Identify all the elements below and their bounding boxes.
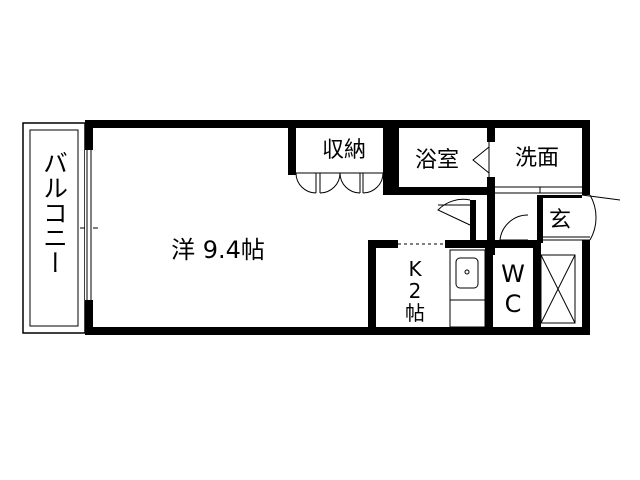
- kitchen-label-jo: 帖: [405, 301, 425, 325]
- toilet-label-w: W: [501, 260, 525, 288]
- shoe-storage: [540, 254, 576, 324]
- washroom: 洗面: [495, 146, 582, 194]
- corridor-doors: [437, 198, 529, 245]
- balcony: バルコニー: [22, 122, 98, 334]
- balcony-label: バルコニー: [40, 150, 69, 275]
- toilet: W C: [485, 240, 541, 335]
- entrance-label: 玄: [549, 208, 571, 233]
- kitchen-label-2: 2: [409, 279, 422, 303]
- toilet-label-c: C: [505, 290, 522, 318]
- kitchen: K 2 帖: [368, 240, 486, 335]
- washroom-label: 洗面: [515, 146, 559, 171]
- balcony-window: [85, 150, 93, 300]
- storage-label: 収納: [322, 138, 366, 163]
- bathroom: 浴室: [391, 120, 495, 255]
- storage-closet: 収納: [288, 120, 391, 195]
- western-room-label: 洋 9.4帖: [171, 236, 265, 264]
- bathroom-label: 浴室: [415, 148, 459, 173]
- entrance: 玄: [537, 194, 621, 243]
- kitchen-label-k: K: [408, 257, 422, 281]
